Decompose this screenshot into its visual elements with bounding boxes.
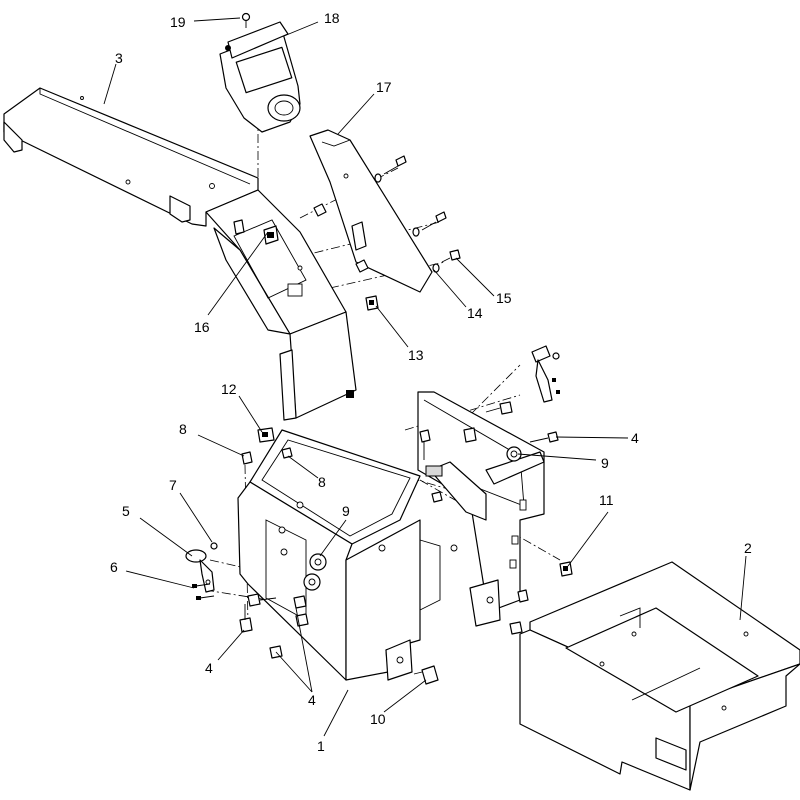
callout-19: 19 (170, 14, 186, 30)
callout-8-center: 8 (318, 474, 326, 490)
part-3-top-panel (3, 87, 347, 335)
part-14-washers (374, 173, 440, 273)
part-16-clip (233, 219, 279, 245)
part-2-cover (519, 561, 800, 791)
leader-lines (103, 17, 747, 737)
callout-3: 3 (115, 50, 123, 66)
callout-14: 14 (467, 305, 483, 321)
callout-15: 15 (496, 290, 512, 306)
part-8-nuts (241, 447, 293, 465)
part-13-clip-nuts (313, 203, 379, 311)
callout-9-right: 9 (601, 455, 609, 471)
callout-13: 13 (408, 347, 424, 363)
callout-7: 7 (169, 477, 177, 493)
part-11-nut (559, 561, 573, 577)
part-10-bolt (413, 665, 439, 685)
callout-6: 6 (110, 559, 118, 575)
callout-4-center: 4 (308, 692, 316, 708)
callout-11: 11 (599, 492, 614, 508)
column-lower-plate (279, 311, 357, 421)
part-1-main-frame (237, 429, 458, 681)
callouts: 19 18 3 17 16 15 14 13 12 8 4 9 8 7 11 5… (110, 10, 752, 754)
part-15-bolts (383, 155, 461, 263)
callout-8-left: 8 (179, 421, 187, 437)
part-18-display-housing (219, 21, 301, 133)
callout-17: 17 (376, 79, 392, 95)
callout-16: 16 (194, 319, 210, 335)
callout-4-right: 4 (631, 430, 639, 446)
part-19-screw (241, 12, 251, 28)
part-6-screws (192, 378, 560, 600)
callout-5: 5 (122, 503, 130, 519)
part-7-washer (210, 352, 560, 550)
callout-18: 18 (324, 10, 340, 26)
callout-10: 10 (370, 711, 386, 727)
part-17-side-plate (309, 129, 433, 293)
callout-2: 2 (744, 540, 752, 556)
callout-1: 1 (317, 738, 325, 754)
part-5-latch (185, 345, 553, 593)
callout-4-left: 4 (205, 660, 213, 676)
callout-9-left: 9 (342, 503, 350, 519)
callout-12: 12 (221, 381, 237, 397)
